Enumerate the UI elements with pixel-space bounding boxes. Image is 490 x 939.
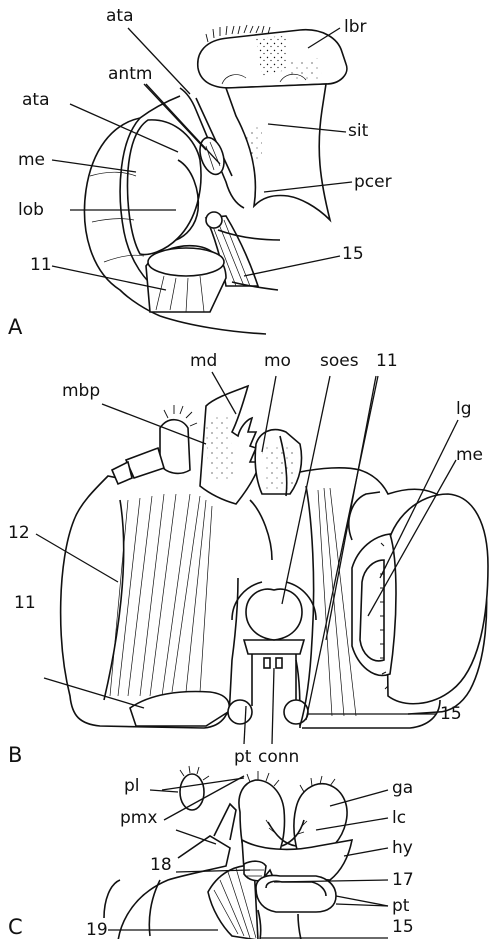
label-md: md [190, 351, 217, 371]
label-lbr: lbr [344, 17, 367, 37]
muscle-11-b [130, 692, 229, 726]
head-outline-b [61, 461, 238, 728]
label-ata-left: ata [22, 90, 50, 110]
label-ata-top: ata [106, 6, 134, 26]
panel-c: pl ga pmx lc hy 18 17 19 pt 15 C [8, 766, 414, 939]
label-11-a: 11 [30, 255, 52, 275]
label-15-c: 15 [392, 917, 414, 937]
label-pl: pl [124, 776, 140, 796]
label-pt-b: pt [234, 747, 252, 767]
label-lc: lc [392, 808, 406, 828]
label-lob: lob [18, 200, 44, 220]
panel-a: ata lbr antm sit ata me pcer lob 15 11 A [8, 6, 392, 339]
label-ga: ga [392, 778, 413, 798]
label-antm: antm [108, 64, 152, 84]
label-17: 17 [392, 870, 414, 890]
label-19: 19 [86, 920, 108, 939]
label-mo: mo [264, 351, 291, 371]
panel-b: md mo soes 11 mbp lg me 12 11 15 pt conn… [8, 351, 488, 767]
label-lg: lg [456, 399, 472, 419]
label-12: 12 [8, 523, 30, 543]
label-soes: soes [320, 351, 359, 371]
label-conn: conn [258, 747, 299, 767]
compound-eye-b [386, 494, 488, 704]
panel-c-drawing [104, 766, 352, 939]
sitophore-shape [226, 84, 330, 220]
label-11-b-top: 11 [376, 351, 398, 371]
label-pcer: pcer [354, 172, 392, 192]
label-sit: sit [348, 121, 369, 141]
panel-letter-b: B [8, 743, 22, 767]
panel-letter-a: A [8, 315, 23, 339]
label-me-a: me [18, 150, 45, 170]
label-18: 18 [150, 855, 172, 875]
label-mbp: mbp [62, 381, 100, 401]
label-pmx: pmx [120, 808, 157, 828]
compound-eye [128, 120, 202, 255]
panel-letter-c: C [8, 915, 23, 939]
label-15-a: 15 [342, 244, 364, 264]
panel-c-labels: pl ga pmx lc hy 18 17 19 pt 15 C [8, 776, 414, 939]
label-11-b-left: 11 [14, 593, 36, 613]
label-hy: hy [392, 838, 413, 858]
label-me-b: me [456, 445, 483, 465]
subesophageal-ganglion [246, 589, 302, 640]
label-pt-c: pt [392, 896, 410, 916]
label-15-b: 15 [440, 704, 462, 724]
